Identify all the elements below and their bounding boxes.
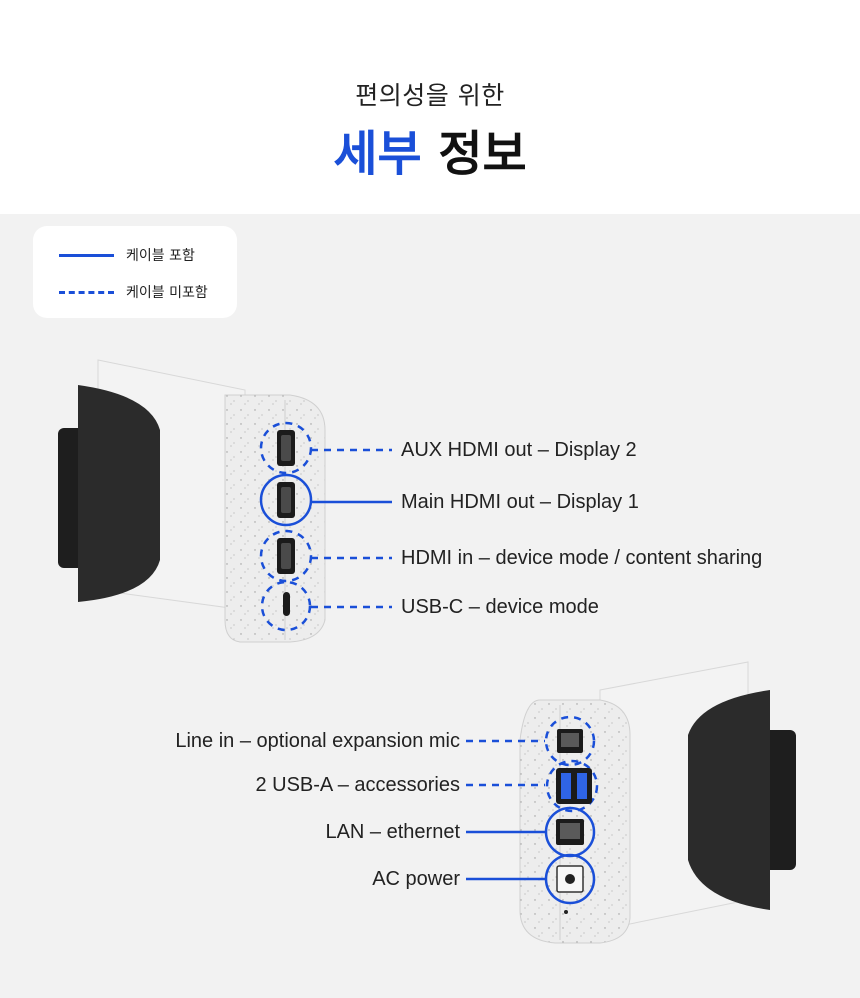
label-ac-power: AC power [372,868,460,890]
main-hdmi-port [259,473,313,527]
legend: 케이블 포함 케이블 미포함 [33,226,237,318]
label-usb-a: 2 USB-A – accessories [255,774,460,796]
label-line-in: Line in – optional expansion mic [175,730,460,752]
bottom-device [519,661,796,944]
page-title: 세부 정보 [0,114,860,184]
title-accent: 세부 [333,126,422,182]
title-rest: 정보 [438,126,527,182]
dashed-line-icon [59,290,114,294]
top-ports [259,421,392,632]
bottom-ports [466,715,599,905]
solid-line-icon [59,253,114,257]
legend-row-not-included: 케이블 미포함 [59,282,208,302]
top-device [58,359,326,643]
bottom-hood [688,690,770,910]
usb-c-port [260,580,312,632]
top-hood [78,385,160,602]
label-usb-c: USB-C – device mode [401,596,599,618]
aux-hdmi-port [259,421,313,475]
label-aux-hdmi: AUX HDMI out – Display 2 [401,439,637,461]
top-body [224,394,326,643]
legend-label-not-included: 케이블 미포함 [126,285,208,301]
usb-a-ports [545,759,599,813]
bottom-lens [762,730,796,870]
page-subtitle: 편의성을 위한 [355,81,505,110]
label-main-hdmi: Main HDMI out – Display 1 [401,491,639,513]
hdmi-in-port [259,529,313,583]
legend-row-included: 케이블 포함 [59,245,195,265]
header: 편의성을 위한 세부 정보 [0,0,860,214]
line-in-port [544,715,596,767]
label-hdmi-in: HDMI in – device mode / content sharing [401,547,763,569]
label-lan: LAN – ethernet [325,821,460,843]
ac-power-port [544,853,596,905]
legend-label-included: 케이블 포함 [126,248,195,264]
